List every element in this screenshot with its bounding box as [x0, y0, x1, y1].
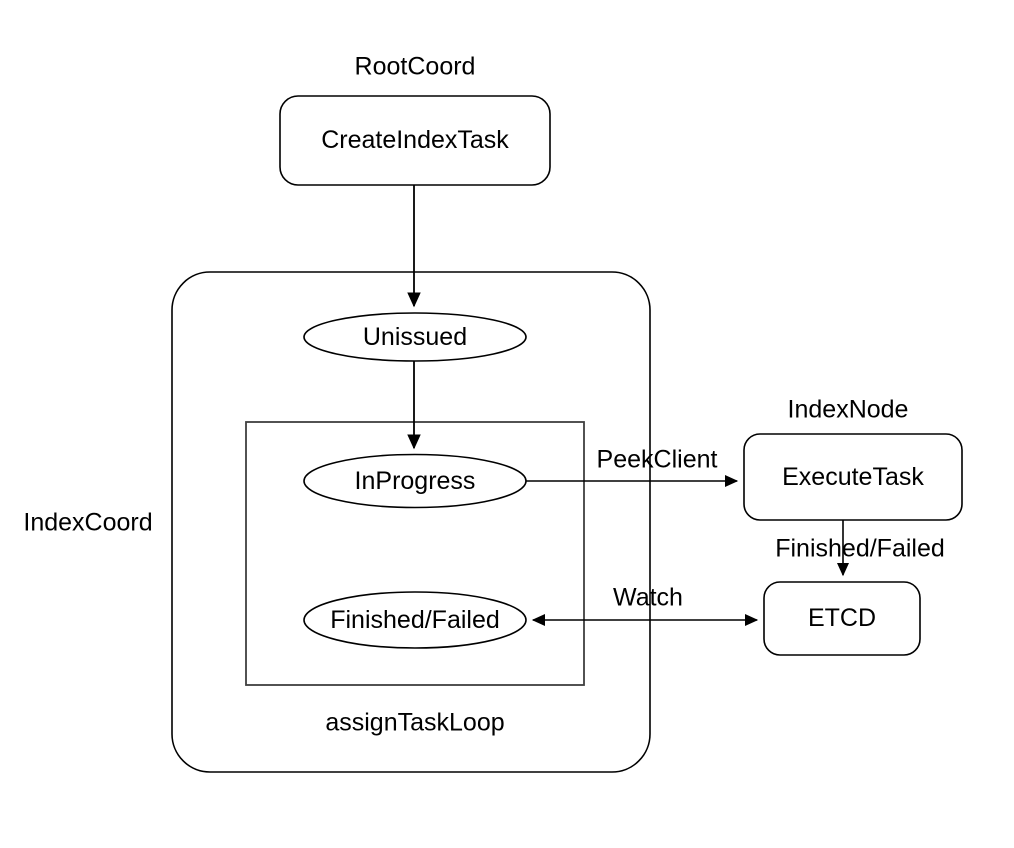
edge-label-watch: Watch [613, 583, 683, 612]
group-label-rootcoord: RootCoord [354, 52, 476, 81]
node-etcd[interactable] [763, 581, 921, 656]
group-label-indexcoord: IndexCoord [23, 508, 153, 537]
group-box-indexcoord [171, 271, 651, 773]
node-execute-task[interactable] [743, 433, 963, 521]
group-label-indexnode: IndexNode [787, 395, 909, 424]
node-create-index-task[interactable] [279, 95, 551, 186]
group-box-assigntaskloop [245, 421, 585, 686]
node-finished-failed-state[interactable] [303, 591, 527, 649]
node-unissued[interactable] [303, 312, 527, 362]
group-label-assigntaskloop: assignTaskLoop [325, 708, 505, 737]
node-in-progress[interactable] [303, 453, 527, 509]
edge-label-finished-failed: Finished/Failed [775, 534, 945, 563]
edge-label-peekclient: PeekClient [596, 445, 718, 474]
